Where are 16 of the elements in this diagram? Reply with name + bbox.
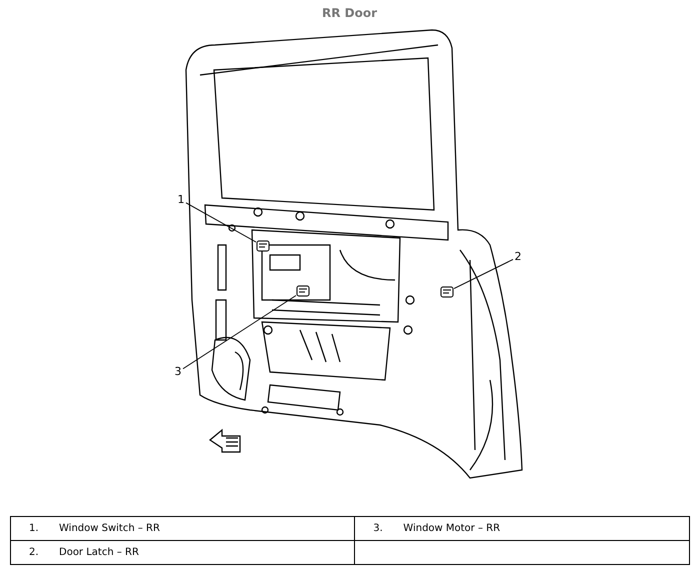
component-part-drawing <box>296 285 310 297</box>
callout-number: 1 <box>176 194 186 206</box>
part-name: Door Latch – RR <box>59 547 139 558</box>
leader-line <box>182 295 296 370</box>
item-number: 3. <box>373 523 384 534</box>
callout-number: 3 <box>173 366 183 378</box>
part-name: Window Motor – RR <box>403 523 500 534</box>
leader-line <box>186 202 256 243</box>
item-number: 1. <box>29 523 40 534</box>
title: RR Door <box>320 6 378 20</box>
callout-number: 2 <box>513 251 523 263</box>
part-name: Window Switch – RR <box>59 523 160 534</box>
component-part-drawing <box>256 240 270 252</box>
item-number: 2. <box>29 547 40 558</box>
component-part-drawing <box>440 286 454 298</box>
leader-line <box>454 259 514 289</box>
